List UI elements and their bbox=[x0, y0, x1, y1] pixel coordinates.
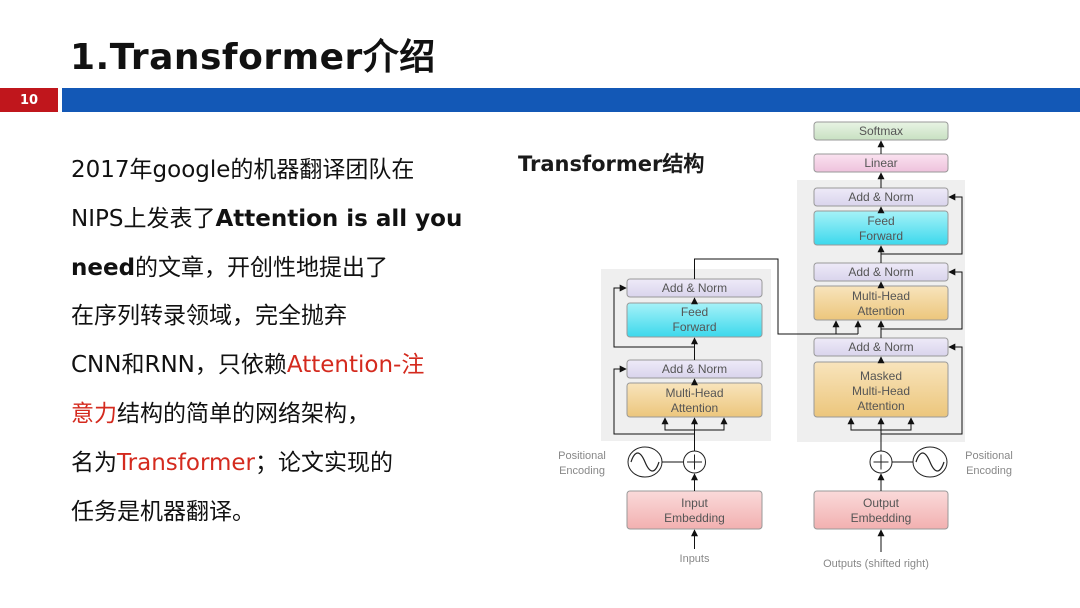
svg-text:Attention: Attention bbox=[857, 304, 904, 318]
paragraph-line: 在序列转录领域，完全抛弃 bbox=[71, 292, 461, 341]
encoder-add-norm-bottom: Add & Norm bbox=[626, 359, 763, 379]
encoder-positional-encoding-icon bbox=[627, 446, 663, 478]
decoder-arrows bbox=[847, 140, 963, 552]
paragraph-line: 名为Transformer；论文实现的 bbox=[71, 439, 461, 488]
svg-text:Attention: Attention bbox=[671, 401, 718, 415]
svg-text:Add & Norm: Add & Norm bbox=[848, 265, 913, 279]
svg-text:Multi-Head: Multi-Head bbox=[852, 289, 910, 303]
paragraph-line: 任务是机器翻译。 bbox=[71, 488, 461, 537]
decoder-positional-encoding-icon bbox=[912, 446, 948, 478]
svg-text:Embedding: Embedding bbox=[851, 511, 912, 525]
page-number: 10 bbox=[0, 88, 58, 112]
svg-text:Feed: Feed bbox=[681, 305, 708, 319]
paragraph-segment: Attention is all you bbox=[215, 205, 463, 232]
svg-text:Add & Norm: Add & Norm bbox=[662, 362, 727, 376]
encoder-embedding: Input Embedding bbox=[626, 490, 763, 530]
decoder-masked-attention: Masked Multi-Head Attention bbox=[813, 361, 949, 418]
paragraph-segment: Attention-注 bbox=[286, 352, 425, 379]
intro-paragraph: 2017年google的机器翻译团队在 NIPS上发表了Attention is … bbox=[71, 146, 463, 537]
encoder-positional-label-2: Encoding bbox=[559, 465, 605, 477]
decoder-add-icon bbox=[869, 450, 893, 474]
paragraph-segment: NIPS上发表了 bbox=[71, 205, 216, 232]
encoder-add-icon bbox=[683, 450, 706, 474]
decoder-softmax: Softmax bbox=[813, 121, 949, 141]
encoder-multi-head-attention: Multi-Head Attention bbox=[626, 382, 763, 418]
svg-text:Softmax: Softmax bbox=[859, 124, 903, 138]
svg-text:Add & Norm: Add & Norm bbox=[848, 340, 913, 354]
svg-text:Attention: Attention bbox=[857, 399, 904, 413]
paragraph-segment: 任务是机器翻译。 bbox=[71, 498, 255, 525]
paragraph-segment: 名为 bbox=[71, 449, 117, 476]
svg-text:Add & Norm: Add & Norm bbox=[662, 281, 727, 295]
title-underline-bar bbox=[62, 88, 1080, 112]
decoder-linear: Linear bbox=[813, 153, 949, 173]
svg-text:Add & Norm: Add & Norm bbox=[848, 190, 913, 204]
decoder-feed-forward: Feed Forward bbox=[813, 210, 949, 246]
svg-text:Forward: Forward bbox=[859, 229, 903, 243]
svg-text:Feed: Feed bbox=[867, 214, 894, 228]
encoder-feed-forward: Feed Forward bbox=[626, 302, 763, 338]
decoder-add-norm-mid: Add & Norm bbox=[813, 262, 949, 282]
paragraph-segment: ；论文实现的 bbox=[255, 449, 394, 476]
outputs-label: Outputs (shifted right) bbox=[823, 558, 929, 570]
svg-text:Multi-Head: Multi-Head bbox=[852, 384, 910, 398]
decoder-positional-label-2: Encoding bbox=[966, 465, 1012, 477]
paragraph-segment: need bbox=[71, 254, 136, 281]
svg-text:Linear: Linear bbox=[864, 156, 897, 170]
paragraph-segment: 2017年google的机器翻译团队在 bbox=[71, 157, 415, 183]
svg-text:Masked: Masked bbox=[860, 369, 902, 383]
paragraph-segment: 在序列转录领域，完全抛弃 bbox=[71, 303, 347, 330]
svg-text:Input: Input bbox=[681, 496, 708, 510]
paragraph-segment: CNN和RNN，只依赖 bbox=[71, 352, 287, 379]
svg-text:Embedding: Embedding bbox=[664, 511, 725, 525]
paragraph-line: 意力结构的简单的网络架构， bbox=[71, 390, 461, 439]
paragraph-line: 2017年google的机器翻译团队在 bbox=[71, 146, 461, 195]
paragraph-line: NIPS上发表了Attention is all you bbox=[71, 195, 463, 244]
encoder-add-norm-top: Add & Norm bbox=[626, 278, 763, 298]
paragraph-segment: 的文章，开创性地提出了 bbox=[135, 254, 389, 281]
paragraph-segment: 意力 bbox=[71, 400, 117, 427]
paragraph-line: CNN和RNN，只依赖Attention-注 bbox=[71, 341, 461, 390]
encoder-arrows bbox=[613, 258, 862, 549]
decoder-add-norm-bottom: Add & Norm bbox=[813, 337, 949, 357]
svg-text:Output: Output bbox=[863, 496, 900, 510]
paragraph-segment: Transformer bbox=[117, 449, 256, 476]
decoder-multi-head-attention: Multi-Head Attention bbox=[813, 285, 949, 321]
slide-title: 1.Transformer介绍 bbox=[70, 37, 436, 78]
decoder-add-norm-top: Add & Norm bbox=[813, 187, 949, 207]
inputs-label: Inputs bbox=[680, 553, 710, 565]
decoder-embedding: Output Embedding bbox=[813, 490, 949, 530]
diagram-title: Transformer结构 bbox=[518, 152, 705, 176]
decoder-positional-label-1: Positional bbox=[965, 450, 1013, 462]
svg-text:Multi-Head: Multi-Head bbox=[665, 386, 723, 400]
encoder-positional-label-1: Positional bbox=[558, 450, 606, 462]
paragraph-segment: 结构的简单的网络架构， bbox=[117, 400, 370, 427]
paragraph-line: need的文章，开创性地提出了 bbox=[71, 244, 461, 293]
svg-text:Forward: Forward bbox=[672, 320, 716, 334]
